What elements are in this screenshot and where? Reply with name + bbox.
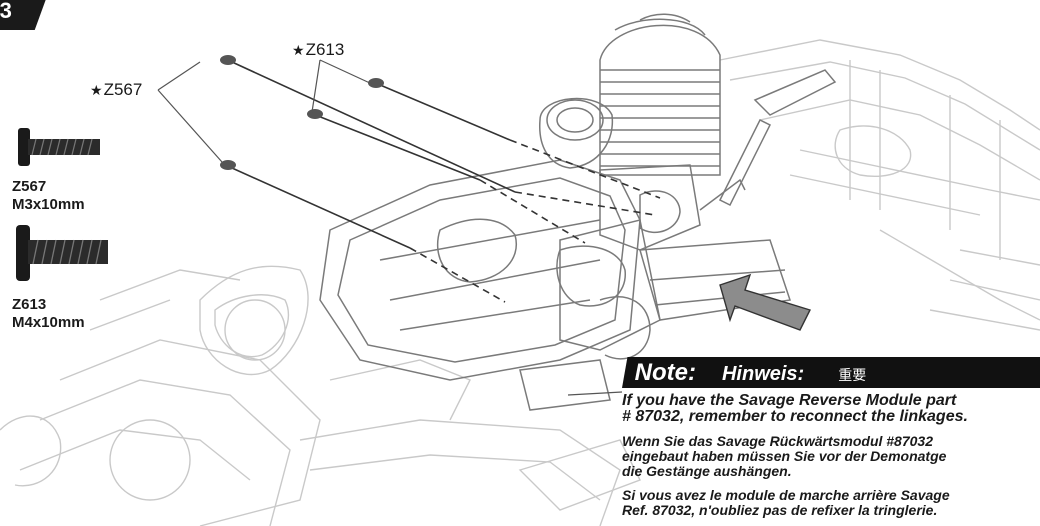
callout-z567-text: Z567 bbox=[103, 80, 143, 99]
engine-head-fins bbox=[599, 13, 721, 176]
note-text-en-line2: # 87032, remember to reconnect the linka… bbox=[622, 408, 968, 425]
main-chassis bbox=[319, 13, 837, 411]
star-icon: ★ bbox=[292, 42, 305, 58]
part-z567-label: Z567 M3x10mm bbox=[12, 178, 85, 214]
note-text-fr: Si vous avez le module de marche arrière… bbox=[622, 488, 1040, 518]
callout-z613-text: Z613 bbox=[305, 40, 345, 59]
screw-z613-icon bbox=[16, 225, 108, 281]
part-code: Z613 bbox=[12, 296, 47, 313]
part-code: Z567 bbox=[12, 178, 47, 195]
note-text-de-line1: Wenn Sie das Savage Rückwärtsmodul #8703… bbox=[622, 433, 933, 449]
note-text-fr-line2: Ref. 87032, n'oubliez pas de refixer la … bbox=[622, 502, 938, 518]
note-text-en: If you have the Savage Reverse Module pa… bbox=[622, 393, 1040, 425]
note-header: Note: Hinweis: 重要 bbox=[622, 357, 1040, 388]
note-text-fr-line1: Si vous avez le module de marche arrière… bbox=[622, 487, 950, 503]
note-text-de: Wenn Sie das Savage Rückwärtsmodul #8703… bbox=[622, 434, 1040, 479]
callout-z567: ★Z567 bbox=[90, 80, 142, 100]
step-number: 3 bbox=[0, 0, 12, 23]
star-icon: ★ bbox=[90, 82, 103, 98]
background-chassis bbox=[0, 39, 1040, 526]
part-size: M4x10mm bbox=[12, 314, 85, 331]
note-text-de-line2: eingebaut haben müssen Sie vor der Demon… bbox=[622, 448, 947, 464]
callout-z613: ★Z613 bbox=[292, 40, 344, 60]
note-title-jp: 重要 bbox=[838, 367, 867, 384]
note-title-en: Note: bbox=[634, 358, 697, 386]
screw-heads bbox=[220, 55, 384, 170]
callout-leaders bbox=[157, 59, 623, 396]
note-text-en-line1: If you have the Savage Reverse Module pa… bbox=[622, 392, 957, 409]
screw-z567-icon bbox=[18, 128, 100, 166]
insert-direction-arrow bbox=[719, 273, 811, 331]
note-text-de-line3: die Gestänge aushängen. bbox=[622, 463, 792, 479]
note-body: If you have the Savage Reverse Module pa… bbox=[622, 393, 1040, 526]
screw-insert-lines bbox=[231, 61, 661, 303]
part-size: M3x10mm bbox=[12, 196, 85, 213]
note-title-de: Hinweis: bbox=[722, 362, 805, 385]
part-z613-label: Z613 M4x10mm bbox=[12, 296, 85, 332]
